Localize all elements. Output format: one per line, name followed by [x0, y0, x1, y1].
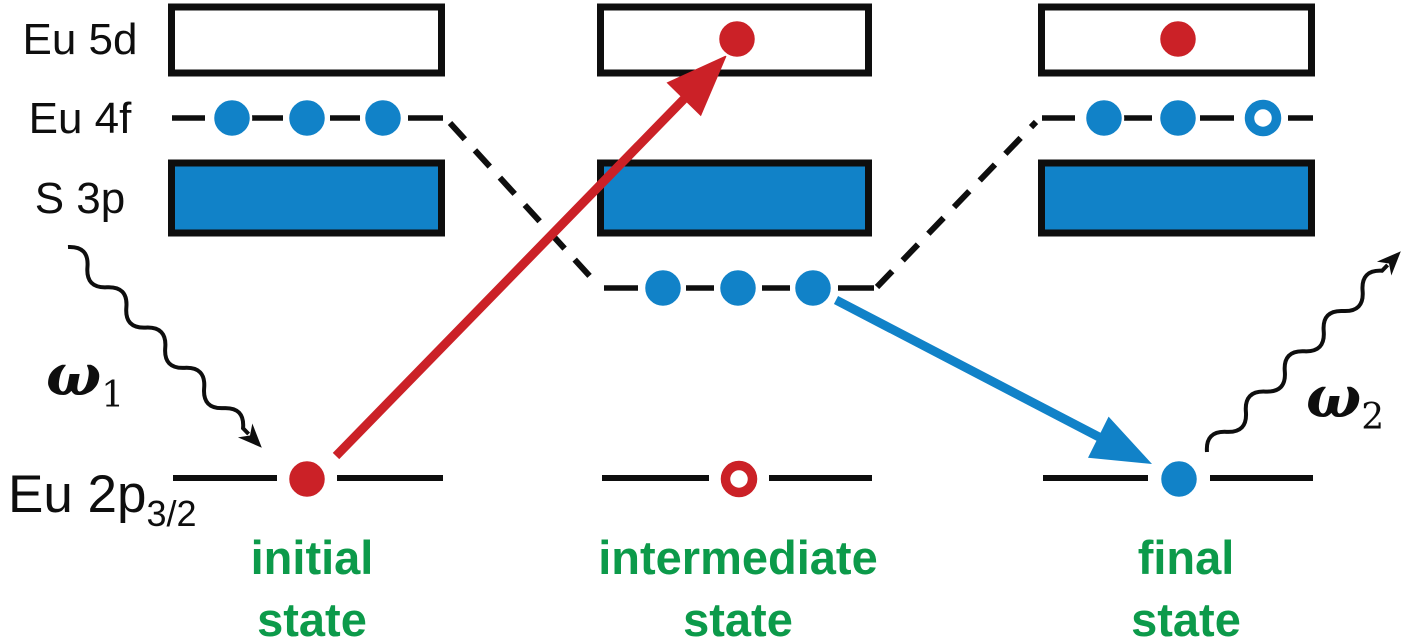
caption-intermediate-state: intermediate state: [578, 527, 898, 640]
caption-initial-state: initial state: [152, 527, 472, 640]
emitted-photon-label: ω2: [1306, 368, 1384, 436]
intermediate-4f-electron-2: [717, 267, 759, 309]
particles-layer: [211, 18, 1282, 500]
absorption-arrow: [332, 55, 727, 460]
level-label-eu4f: Eu 4f: [28, 94, 132, 143]
final-2p-electron: [1158, 458, 1200, 500]
caption-line2: state: [683, 593, 793, 640]
intermediate-2p-hole: [720, 460, 758, 498]
final-3p-band: [1038, 159, 1315, 237]
initial-2p-electron: [286, 458, 328, 500]
final-4f-electron-1: [1083, 97, 1125, 139]
omega1-subscript: 1: [101, 375, 125, 416]
level-label-eu5d: Eu 5d: [22, 15, 138, 64]
omega2-symbol: ω: [1306, 363, 1362, 431]
incoming-photon-label: ω1: [46, 346, 124, 414]
level-label-eu2p-sub: 3/2: [146, 493, 197, 534]
initial-4f-electron-3: [362, 97, 404, 139]
initial-4f-electron-2: [286, 97, 328, 139]
initial-3p-band: [168, 159, 445, 237]
4f-shift-connector-right: [874, 119, 1039, 290]
intermediate-4f-electron-1: [642, 267, 684, 309]
final-5d-electron: [1157, 18, 1199, 60]
caption-line1: intermediate: [598, 531, 878, 584]
level-label-eu2p: Eu 2p3/2: [8, 465, 197, 532]
intermediate-4f-electron-3: [792, 267, 834, 309]
level-label-eu2p-main: Eu 2p: [8, 465, 147, 524]
initial-5d-band: [168, 3, 445, 77]
omega1-symbol: ω: [46, 341, 102, 409]
decay-arrow: [833, 296, 1152, 464]
caption-line2: state: [257, 593, 367, 640]
level-label-s3p: S 3p: [34, 174, 126, 223]
intermediate-5d-electron: [716, 18, 758, 60]
caption-final-state: final state: [1026, 527, 1346, 640]
intermediate-3p-band: [597, 159, 872, 237]
caption-line1: initial: [250, 531, 374, 584]
initial-4f-electron-1: [211, 97, 253, 139]
final-4f-hole: [1244, 99, 1282, 137]
incoming-photon-wave: [67, 244, 262, 448]
caption-line1: final: [1137, 531, 1235, 584]
final-4f-electron-2: [1157, 97, 1199, 139]
omega2-subscript: 2: [1361, 397, 1385, 438]
caption-line2: state: [1131, 593, 1241, 640]
emitted-photon-wave: [1204, 251, 1401, 453]
